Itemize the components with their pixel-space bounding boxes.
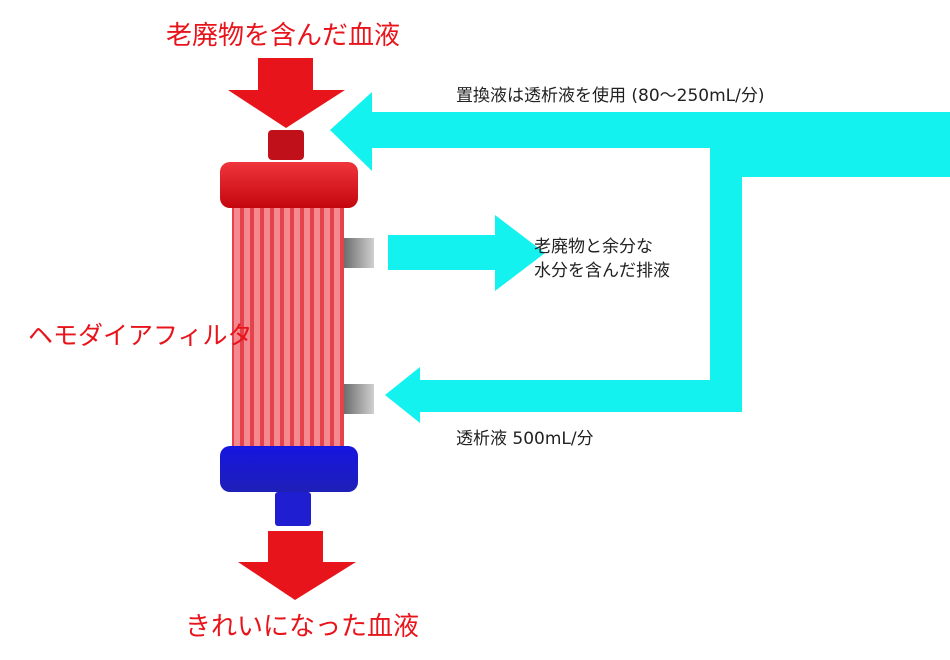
- blood-out-label: きれいになった血液: [185, 612, 420, 642]
- blood-in-label: 老廃物を含んだ血液: [166, 21, 401, 51]
- replacement-fluid-label: 置換液は透析液を使用 (80〜250mL/分): [456, 86, 765, 106]
- drain-label-line1: 老廃物と余分な: [534, 237, 653, 257]
- filter-inlet-port: [268, 130, 304, 160]
- filter-body: [232, 208, 344, 450]
- dialysate-inlet-port: [344, 384, 374, 414]
- filter-bottom-cap: [220, 446, 358, 492]
- dialysate-label: 透析液 500mL/分: [456, 429, 594, 449]
- blood-in-arrow: [228, 58, 345, 128]
- drain-label-line2: 水分を含んだ排液: [534, 261, 670, 281]
- filter-outlet-port: [275, 492, 311, 526]
- filter-top-cap: [220, 162, 358, 208]
- dialysate-outlet-port: [344, 238, 374, 268]
- replacement-fluid-arrow: [330, 92, 950, 423]
- drain-arrow: [388, 215, 545, 291]
- blood-out-arrow: [238, 531, 356, 600]
- filter-name-label: ヘモダイアフィルタ: [28, 321, 253, 350]
